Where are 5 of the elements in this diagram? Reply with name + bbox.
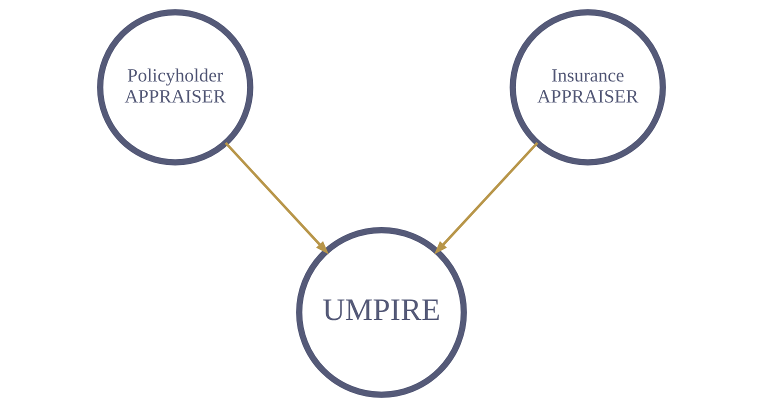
node-circle: UMPIRE xyxy=(296,226,467,398)
node-circle: Policyholder APPRAISER xyxy=(97,9,254,166)
arrow xyxy=(224,142,329,254)
node-circle: Insurance APPRAISER xyxy=(510,9,666,166)
arrow xyxy=(434,142,538,254)
